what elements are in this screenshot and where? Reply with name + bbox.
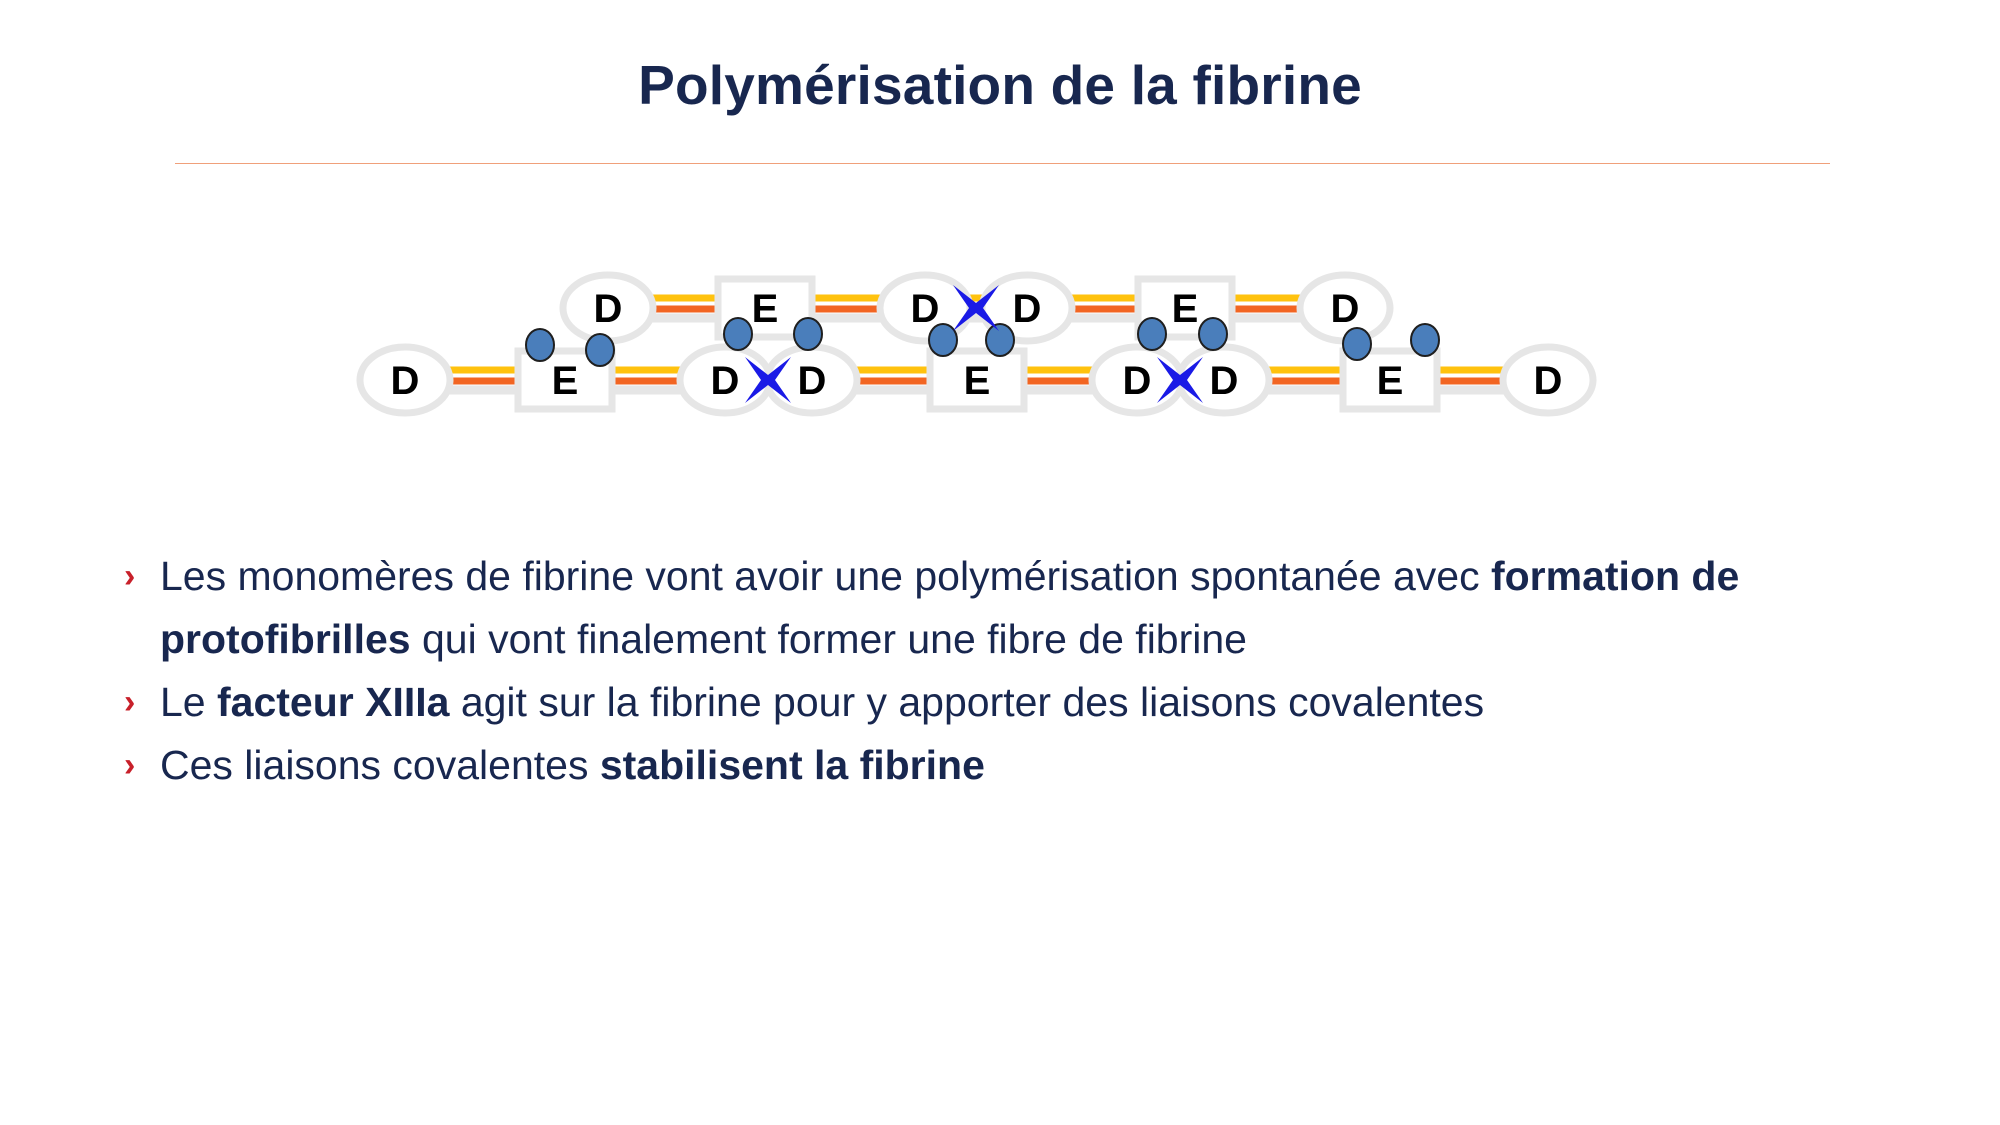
d-domain-label: D	[1013, 287, 1042, 331]
crosslink-shape	[953, 285, 999, 331]
e-domain-label: E	[752, 287, 779, 331]
title-divider	[175, 163, 1830, 164]
page-title: Polymérisation de la fibrine	[638, 54, 1362, 116]
plain-text: qui vont finalement former une fibre de …	[410, 616, 1247, 662]
emphasis-text: facteur XIIIa	[217, 679, 450, 725]
bullet-list: › Les monomères de fibrine vont avoir un…	[118, 545, 1898, 797]
knob-circle-icon	[985, 323, 1015, 357]
e-domain-label: E	[552, 359, 579, 403]
list-item: › Le facteur XIIIa agit sur la fibrine p…	[118, 671, 1898, 734]
crosslink-x-icon	[1157, 357, 1203, 403]
crosslink-x-icon	[953, 285, 999, 331]
knob-circle-icon	[1342, 327, 1372, 361]
knob-markers	[525, 317, 1440, 367]
list-item: › Les monomères de fibrine vont avoir un…	[118, 545, 1898, 671]
knob-circle-icon	[1410, 323, 1440, 357]
bullet-marker-icon: ›	[124, 683, 136, 721]
d-domain-label: D	[1331, 287, 1360, 331]
title-block: Polymérisation de la fibrine	[0, 55, 2000, 116]
d-domain-node	[1499, 343, 1597, 417]
e-domain-label: E	[1172, 287, 1199, 331]
plain-text: Ces liaisons covalentes	[160, 742, 600, 788]
d-domain-label: D	[1210, 359, 1239, 403]
d-domain-label: D	[1534, 359, 1563, 403]
emphasis-text: stabilisent la fibrine	[599, 742, 985, 788]
e-domain-node	[1339, 347, 1441, 413]
e-domain-label: E	[1377, 359, 1404, 403]
d-domain-label: D	[911, 287, 940, 331]
list-item-text: Ces liaisons covalentes stabilisent la f…	[160, 742, 985, 788]
knob-circle-icon	[1137, 317, 1167, 351]
bullet-marker-icon: ›	[124, 557, 136, 595]
d-domain-label: D	[594, 287, 623, 331]
knob-circle-icon	[723, 317, 753, 351]
d-domain-label: D	[1123, 359, 1152, 403]
d-domain-node	[356, 343, 454, 417]
knob-circle-icon	[525, 328, 555, 362]
knob-circle-icon	[928, 323, 958, 357]
list-item-text: Les monomères de fibrine vont avoir une …	[160, 553, 1739, 662]
d-domain-label: D	[391, 359, 420, 403]
strand-links	[446, 294, 1507, 395]
knob-circle-icon	[585, 333, 615, 367]
plain-text: Les monomères de fibrine vont avoir une …	[160, 553, 1491, 599]
crosslink-shape	[745, 357, 791, 403]
crosslink-x-icon	[745, 357, 791, 403]
list-item-text: Le facteur XIIIa agit sur la fibrine pou…	[160, 679, 1484, 725]
list-item: › Ces liaisons covalentes stabilisent la…	[118, 734, 1898, 797]
e-domain-node	[926, 347, 1028, 413]
plain-text: Le	[160, 679, 217, 725]
crosslink-shape	[1157, 357, 1203, 403]
d-domain-label: D	[711, 359, 740, 403]
knob-circle-icon	[1198, 317, 1228, 351]
covalent-crosslinks	[745, 285, 1203, 403]
bullet-marker-icon: ›	[124, 746, 136, 784]
e-domain-label: E	[964, 359, 991, 403]
d-domain-label: D	[798, 359, 827, 403]
knob-circle-icon	[793, 317, 823, 351]
plain-text: agit sur la fibrine pour y apporter des …	[449, 679, 1485, 725]
emphasis-text: formation de protofibrilles	[160, 553, 1740, 662]
